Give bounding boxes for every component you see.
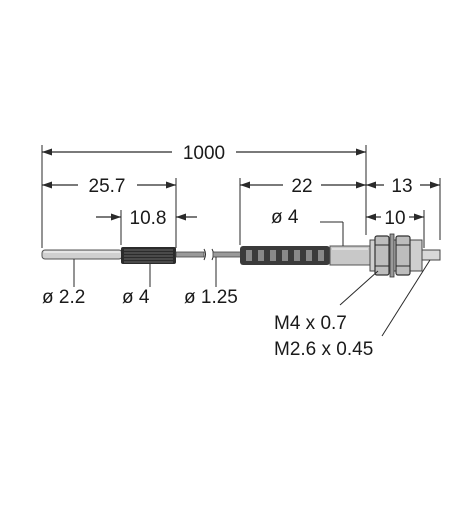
washer [389, 233, 395, 278]
probe-sleeve [329, 245, 371, 266]
diameter-fiber-label: ø 1.25 [184, 287, 238, 308]
diameter-grip-label: ø 4 [122, 287, 150, 308]
callout-probe-jacket: ø 4 [271, 207, 344, 246]
dimension-sleeve-label: 25.7 [89, 176, 126, 197]
dimension-thread: 10 [366, 208, 424, 229]
callout-fiber: ø 1.25 [184, 257, 238, 308]
dimension-thread-label: 10 [384, 208, 405, 229]
callout-tip-thread: M2.6 x 0.45 [274, 259, 431, 360]
diameter-probe-jacket-label: ø 4 [271, 207, 299, 228]
dimension-total: 1000 [42, 143, 366, 164]
probe-strain-relief [240, 246, 330, 265]
fiber-segment-left [175, 251, 205, 258]
dimension-tip-label: 13 [391, 176, 412, 197]
probe-tip [421, 249, 441, 261]
fiber-segment-right [212, 251, 243, 258]
dimension-grip-label: 10.8 [130, 208, 167, 229]
fiber-sleeve [41, 249, 123, 260]
grip-knurl [121, 247, 176, 264]
break-mark [203, 248, 214, 261]
extension-lines [41, 145, 441, 248]
callout-grip: ø 4 [122, 264, 151, 308]
nut-left [374, 235, 390, 276]
tip-thread-label: M2.6 x 0.45 [274, 339, 373, 360]
dimension-grip: 10.8 [96, 208, 197, 229]
dimension-sleeve: 25.7 [42, 176, 176, 197]
diameter-fiber-jacket-label: ø 2.2 [42, 287, 85, 308]
callout-main-thread: M4 x 0.7 [274, 270, 379, 334]
dimension-probe: 22 [240, 176, 366, 197]
dimension-tip: 13 [366, 176, 440, 197]
nut-right [395, 235, 411, 276]
dimension-probe-label: 22 [291, 176, 312, 197]
main-thread-label: M4 x 0.7 [274, 313, 347, 334]
dimension-total-label: 1000 [183, 143, 225, 164]
callout-fiber-jacket: ø 2.2 [42, 259, 85, 308]
